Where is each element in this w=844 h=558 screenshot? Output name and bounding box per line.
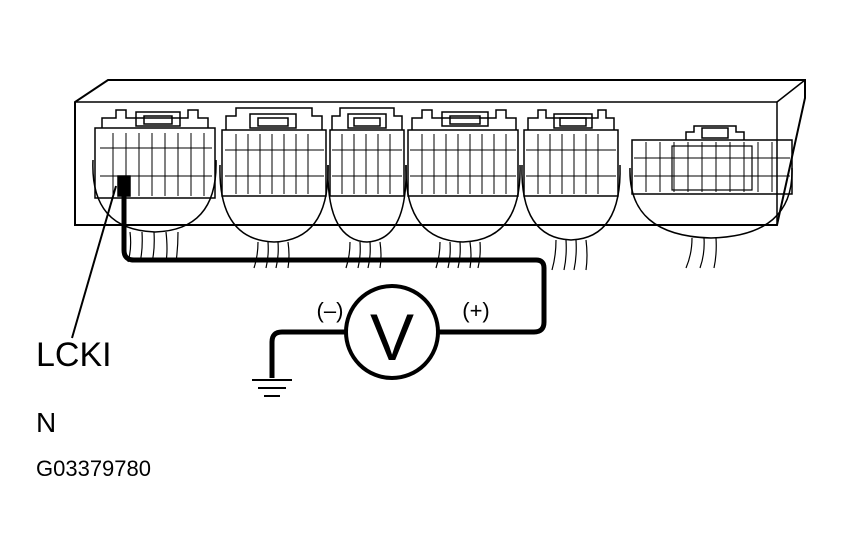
- voltmeter-icon: [344, 284, 440, 380]
- connector-2: [219, 107, 329, 269]
- test-lead-positive: [121, 186, 547, 335]
- connector-4: [405, 109, 521, 269]
- voltmeter-symbol: V: [370, 300, 414, 374]
- connector-3: [327, 107, 407, 269]
- positive-terminal-label: (+): [462, 298, 490, 323]
- ecu-housing: [74, 79, 806, 226]
- pin-callout-leader: [71, 185, 117, 339]
- figure-code: G03379780: [36, 456, 151, 481]
- connector-6: [629, 125, 793, 269]
- connector-5: [521, 109, 621, 271]
- voltmeter: V (–) (+): [317, 284, 490, 380]
- test-lead-negative: [269, 329, 348, 378]
- negative-terminal-label: (–): [317, 298, 344, 323]
- pin-label: LCKI: [36, 336, 112, 374]
- ground-icon: [252, 379, 292, 397]
- view-label: N: [36, 407, 56, 438]
